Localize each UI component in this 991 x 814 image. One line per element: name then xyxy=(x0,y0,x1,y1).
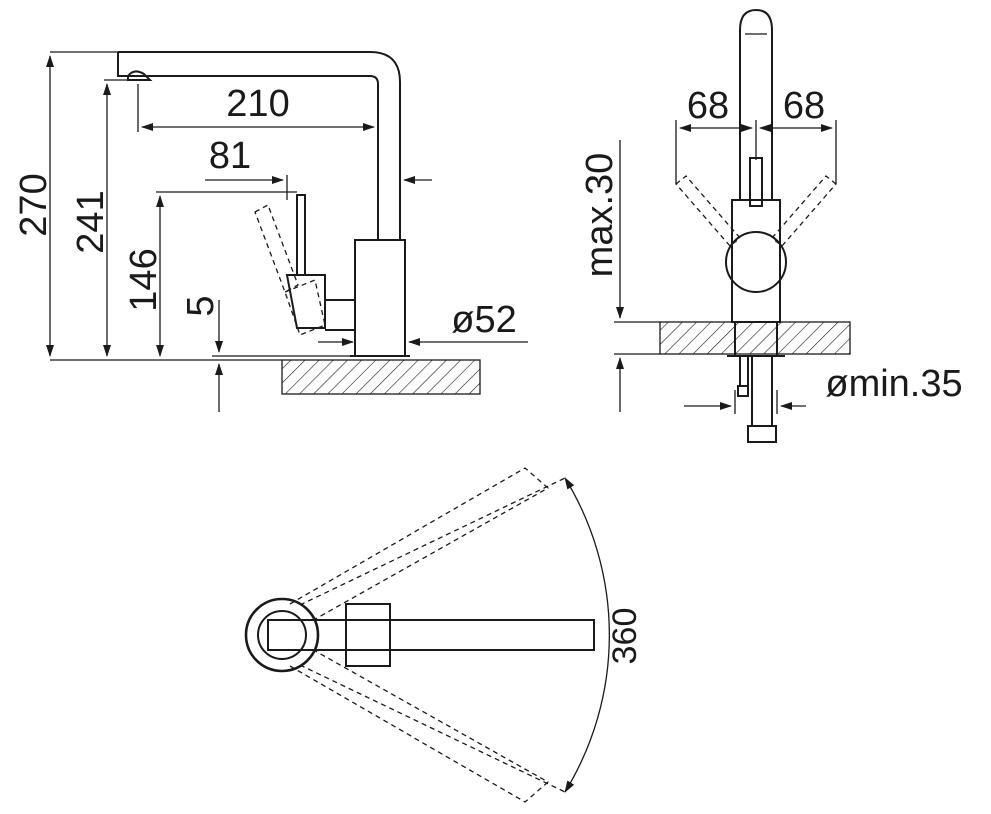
front-countertop xyxy=(659,321,851,355)
dim-360-label: 360 xyxy=(606,608,644,665)
top-view: 360 xyxy=(244,467,644,803)
front-view: 68 68 max.30 ømin.35 xyxy=(579,8,963,443)
dim-146-label: 146 xyxy=(123,248,165,311)
dim-241-label: 241 xyxy=(70,190,112,253)
dim-68-left-label: 68 xyxy=(687,85,729,127)
dim-5-label: 5 xyxy=(180,295,222,316)
dim-d52-label: ø52 xyxy=(451,299,516,341)
side-faucet-outline xyxy=(117,51,410,357)
side-countertop xyxy=(281,359,481,395)
side-view: 270 241 146 5 210 81 ø52 xyxy=(13,51,528,412)
dim-270-label: 270 xyxy=(13,173,55,236)
dim-68-right-label: 68 xyxy=(783,85,825,127)
dim-81-label: 81 xyxy=(209,135,251,177)
top-faucet-outline xyxy=(244,467,595,803)
front-faucet-outline xyxy=(675,8,837,443)
dim-210-label: 210 xyxy=(226,83,289,125)
dim-dmin35-label: ømin.35 xyxy=(825,363,962,405)
swivel-arc xyxy=(564,477,610,793)
dim-max30-label: max.30 xyxy=(579,153,621,278)
